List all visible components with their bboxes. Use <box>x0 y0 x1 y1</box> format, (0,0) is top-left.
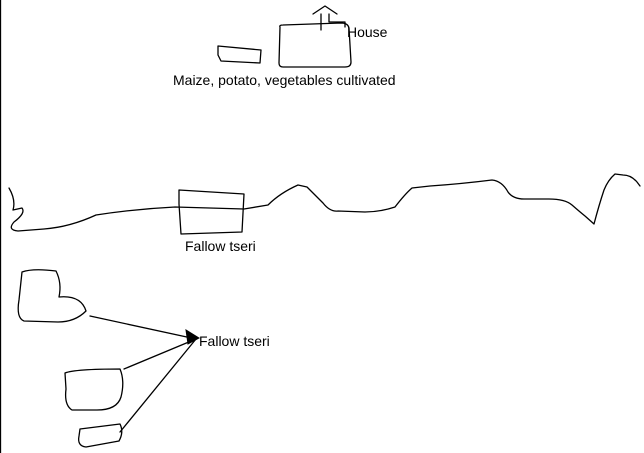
fallow-label-upper: Fallow tseri <box>185 238 256 254</box>
river-line <box>8 173 641 232</box>
small-field-plot <box>217 45 262 64</box>
arrow-line-3 <box>119 338 197 433</box>
fallow-plot-lower-3 <box>78 423 123 448</box>
fallow-plot-lower-1 <box>17 269 87 323</box>
arrowhead-icon <box>185 329 200 345</box>
house-arrow-icon <box>312 5 346 31</box>
house-label: House <box>347 24 388 40</box>
fallow-label-lower: Fallow tseri <box>199 333 270 349</box>
house-building <box>278 22 352 68</box>
fallow-plot-lower-2 <box>64 368 124 411</box>
arrow-line-2 <box>123 338 197 370</box>
fallow-plot-upper <box>178 189 245 235</box>
arrow-line-1 <box>89 315 197 340</box>
crops-label: Maize, potato, vegetables cultivated <box>173 72 396 88</box>
